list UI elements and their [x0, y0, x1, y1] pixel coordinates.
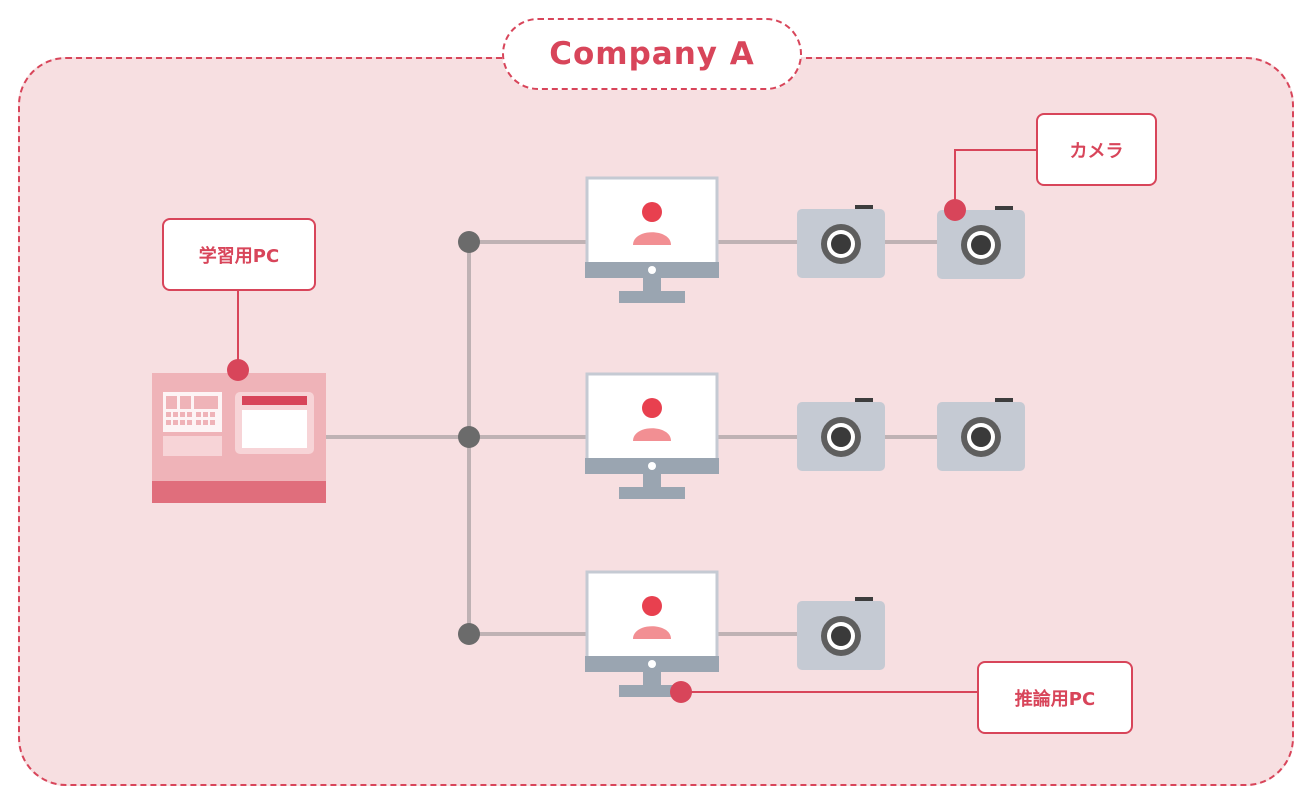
server-rack-icon	[152, 373, 326, 503]
region-title: Company A	[502, 18, 802, 90]
callout-camera: カメラ	[1036, 113, 1157, 186]
monitor-user-icon	[585, 176, 719, 303]
camera-icon	[797, 398, 885, 471]
junction-node	[458, 623, 480, 645]
monitor-user-icon	[585, 372, 719, 499]
camera-icon	[797, 205, 885, 278]
camera-icon	[937, 206, 1025, 279]
junction-node	[458, 426, 480, 448]
monitor-user-icon	[585, 570, 719, 697]
callout-marker-inference-pc	[670, 681, 692, 703]
camera-icon	[797, 597, 885, 670]
callout-connector-camera	[954, 149, 1038, 210]
callout-marker-camera	[944, 199, 966, 221]
junction-node	[458, 231, 480, 253]
camera-icon	[937, 398, 1025, 471]
callout-marker-learning-pc	[227, 359, 249, 381]
callout-learning-pc: 学習用PC	[162, 218, 316, 291]
callout-inference-pc: 推論用PC	[977, 661, 1133, 734]
